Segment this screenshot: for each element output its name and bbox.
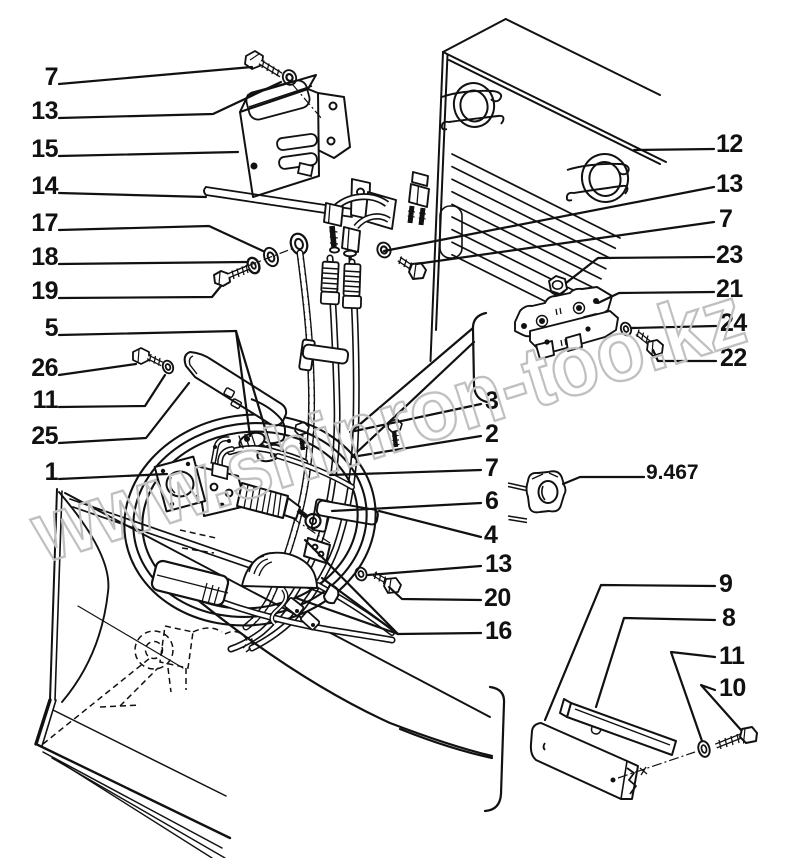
svg-text:25: 25 (31, 422, 58, 450)
svg-text:24: 24 (720, 309, 747, 337)
svg-text:15: 15 (31, 135, 58, 163)
svg-text:10: 10 (719, 674, 746, 702)
svg-text:22: 22 (720, 344, 747, 372)
svg-text:11: 11 (719, 642, 745, 670)
svg-text:1: 1 (45, 458, 59, 486)
svg-text:14: 14 (31, 172, 58, 200)
svg-text:26: 26 (31, 354, 58, 382)
svg-text:8: 8 (722, 604, 736, 632)
svg-text:23: 23 (716, 241, 743, 269)
svg-text:16: 16 (485, 617, 512, 645)
svg-text:9: 9 (719, 570, 732, 598)
svg-text:9.467: 9.467 (646, 461, 699, 484)
svg-text:18: 18 (31, 243, 58, 271)
svg-text:6: 6 (485, 487, 498, 515)
svg-text:13: 13 (31, 97, 58, 125)
svg-text:21: 21 (716, 275, 743, 303)
svg-text:5: 5 (45, 314, 59, 342)
svg-text:3: 3 (485, 387, 498, 415)
svg-text:7: 7 (45, 63, 58, 91)
svg-text:12: 12 (716, 130, 743, 158)
svg-text:19: 19 (31, 277, 58, 305)
svg-text:13: 13 (485, 550, 512, 578)
svg-text:13: 13 (716, 170, 743, 198)
svg-text:7: 7 (485, 454, 498, 482)
svg-text:11: 11 (33, 386, 59, 414)
svg-text:20: 20 (484, 584, 511, 612)
svg-text:7: 7 (719, 205, 732, 233)
svg-text:2: 2 (485, 420, 498, 448)
svg-text:17: 17 (31, 209, 58, 237)
svg-text:4: 4 (484, 521, 498, 549)
